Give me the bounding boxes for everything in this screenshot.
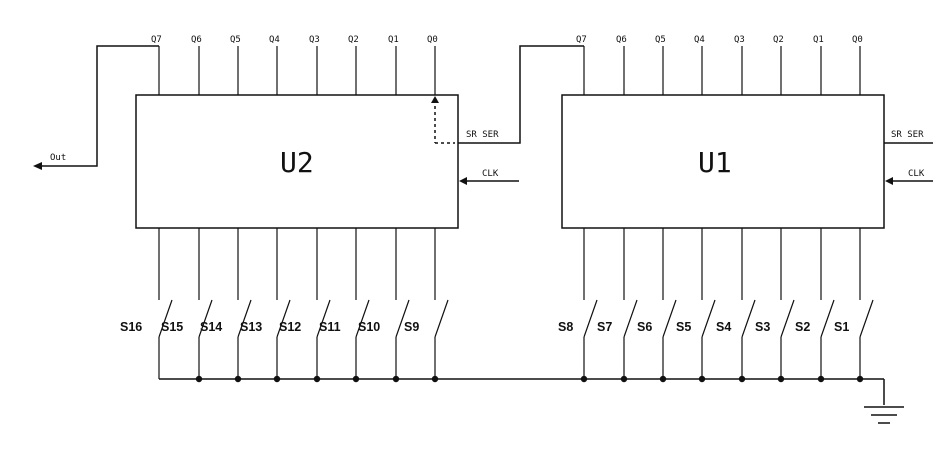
u2-pin-q6: Q6: [191, 35, 202, 45]
switch-s3-label: S3: [755, 320, 770, 334]
switch-s12-label: S12: [279, 320, 301, 334]
u1-clk-arrow-icon: [885, 177, 893, 185]
switch-s6-label: S6: [637, 320, 652, 334]
u2-pin-q3: Q3: [309, 35, 320, 45]
u1-pin-q4: Q4: [694, 35, 705, 45]
u1-sr-ser-label: SR SER: [891, 130, 924, 140]
switch-s2-label: S2: [795, 320, 810, 334]
u1-pin-q5: Q5: [655, 35, 666, 45]
ground-icon: [864, 407, 904, 423]
switch-s15-label: S15: [161, 320, 183, 334]
u1-clk-label: CLK: [908, 169, 925, 179]
u1-label: U1: [698, 146, 732, 179]
u2-label: U2: [280, 146, 314, 179]
switch-s5-label: S5: [676, 320, 691, 334]
out-arrow-icon: [33, 162, 42, 170]
u2-pin-q2: Q2: [348, 35, 359, 45]
switch-s7-label: S7: [597, 320, 612, 334]
u1-pin-q6: Q6: [616, 35, 627, 45]
u1-pin-q2: Q2: [773, 35, 784, 45]
switch-s14-label: S14: [200, 320, 222, 334]
u2-sr-ser-label: SR SER: [466, 130, 499, 140]
u2-pin-q5: Q5: [230, 35, 241, 45]
switch-s11-label: S11: [319, 320, 341, 334]
u2-clk-arrow-icon: [459, 177, 467, 185]
switch-s10-label: S10: [358, 320, 380, 334]
u1-top-pins: [584, 46, 860, 95]
u1-pin-q3: Q3: [734, 35, 745, 45]
u2-top-pins: [159, 46, 435, 95]
u2-bottom-pins: [159, 228, 435, 300]
out-label: Out: [50, 153, 66, 163]
u1-pin-q1: Q1: [813, 35, 824, 45]
u1-pin-q0: Q0: [852, 35, 863, 45]
switch-s4-label: S4: [716, 320, 731, 334]
switch-s1-label: S1: [834, 320, 849, 334]
u2-clk-label: CLK: [482, 169, 499, 179]
u2-pin-q0: Q0: [427, 35, 438, 45]
u2-pin-q1: Q1: [388, 35, 399, 45]
switch-s8-label: S8: [558, 320, 573, 334]
switch-s13-label: S13: [240, 320, 262, 334]
u2-pin-q7: Q7: [151, 35, 162, 45]
u2-pin-q4: Q4: [269, 35, 280, 45]
switch-s16-label: S16: [120, 320, 142, 334]
switch-s9-label: S9: [404, 320, 419, 334]
u1-pin-q7: Q7: [576, 35, 587, 45]
u1-bottom-pins: [584, 228, 860, 300]
